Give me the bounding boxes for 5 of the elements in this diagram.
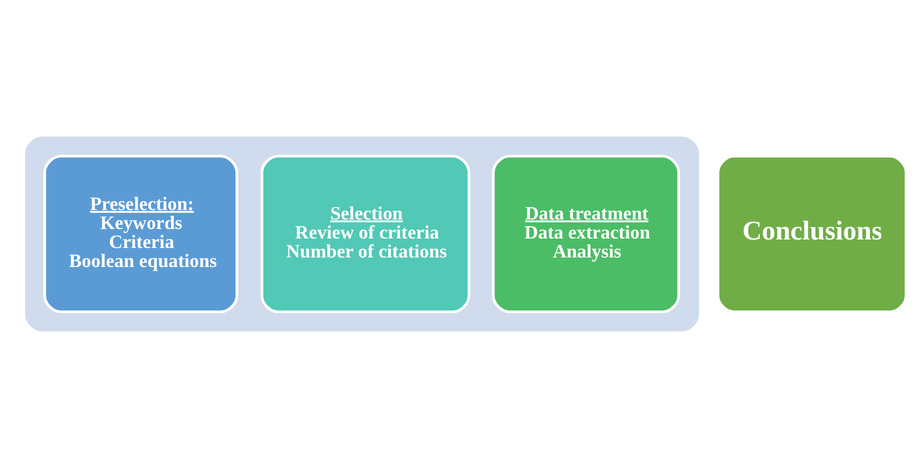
node-box: Conclusions — [716, 154, 908, 314]
node-box: Selection Review of criteria Number of citations — [260, 154, 470, 314]
cluster — [25, 136, 700, 332]
node-box: Data treatment Data extraction Analysis — [492, 154, 680, 314]
node-box: Preselection: Keywords Criteria Boolean equations — [43, 154, 238, 314]
